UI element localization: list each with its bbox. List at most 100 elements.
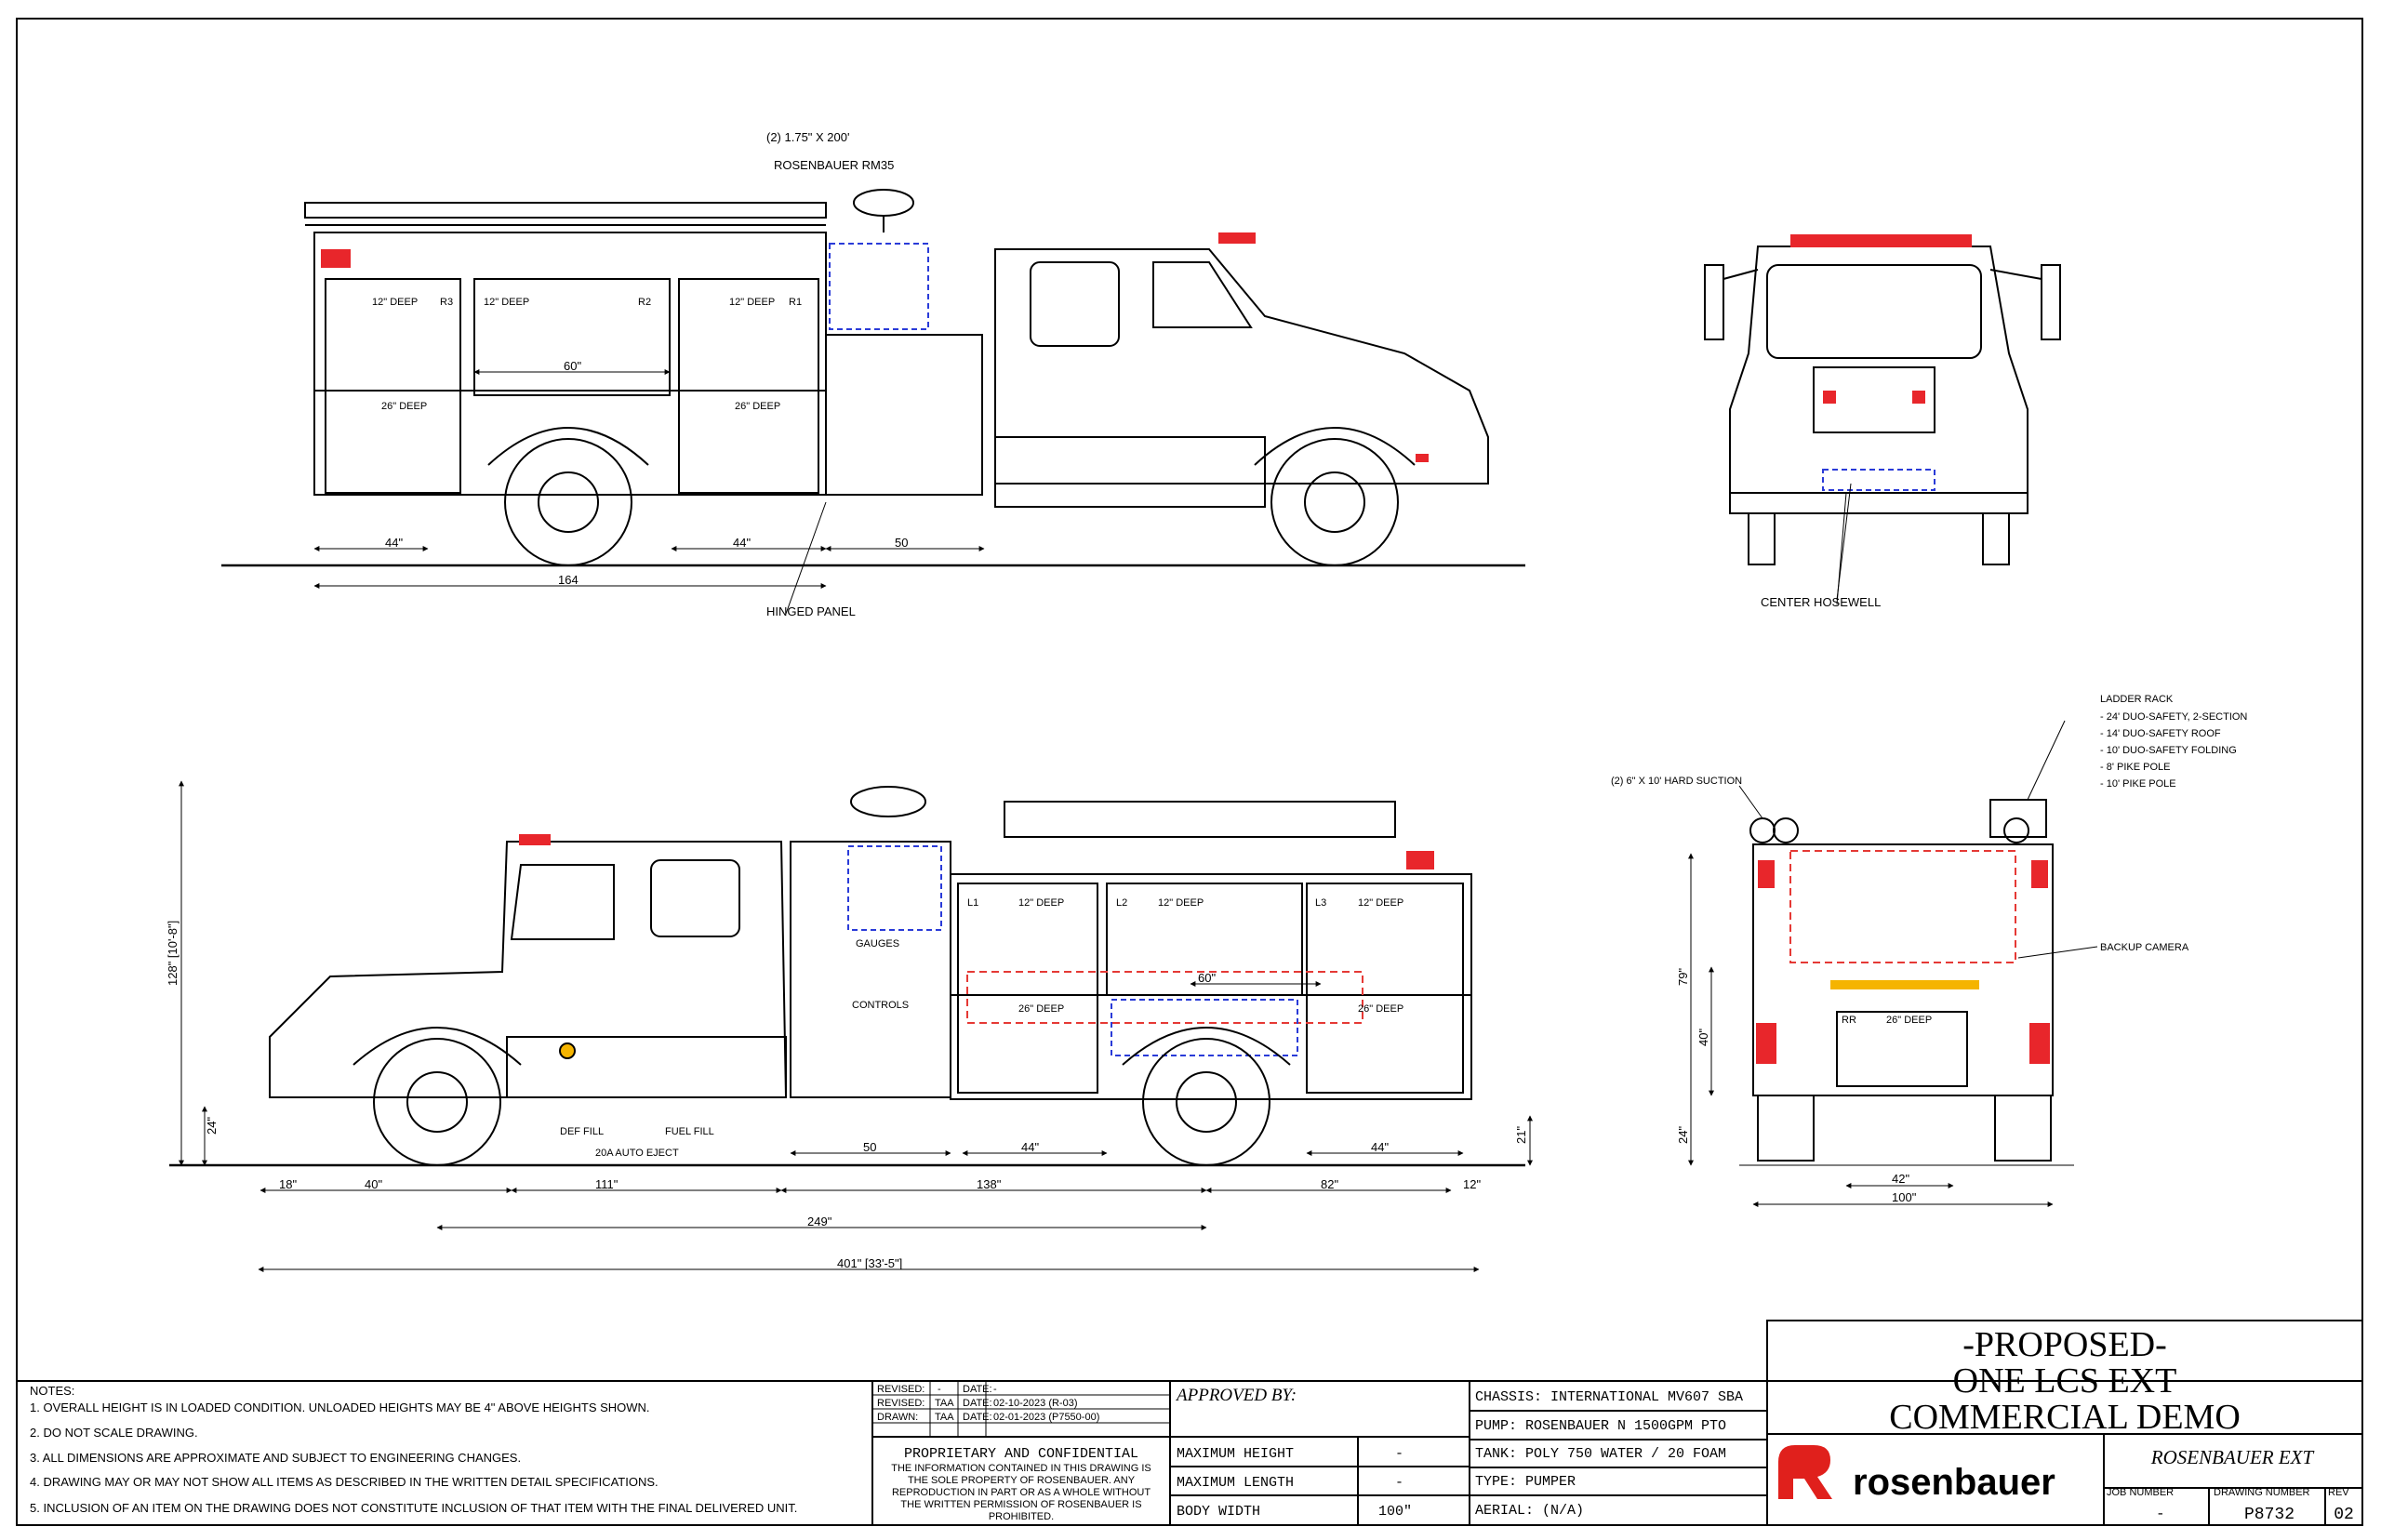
hard-suction-end [1773,817,1799,843]
title-line: -PROPOSED- [1962,1325,2167,1364]
dimension: 164 [558,573,579,587]
compartment-l1 [957,883,1098,1094]
title-block [17,1320,2363,1526]
revision-table: REVISED: - DATE: - REVISED: TAA DATE: 02… [877,1384,1099,1423]
rear-view [1688,720,2098,1207]
dimension: 60" [1198,971,1216,985]
notes-block: NOTES: 1. OVERALL HEIGHT IS IN LOADED CO… [30,1384,797,1515]
proprietary-line: THE SOLE PROPERTY OF ROSENBAUER. ANY [908,1475,1136,1486]
max-length-value: - [1395,1475,1403,1491]
dimension: 44" [1371,1140,1389,1154]
dimension: 24" [205,1117,219,1135]
hinged-panel-callout: HINGED PANEL [766,604,856,618]
warning-light [519,834,551,845]
spec-aerial: AERIAL: (N/A) [1475,1503,1584,1519]
dimension: 138" [977,1177,1002,1191]
dimension: 40" [1696,1029,1710,1046]
warning-light [1218,232,1256,244]
controls-label: CONTROLS [852,1000,909,1011]
dimension: 40" [365,1177,382,1191]
spec-pump: PUMP: ROSENBAUER N 1500GPM PTO [1475,1418,1726,1434]
pump-house [790,841,951,1098]
compartment-label: 26" DEEP [735,401,780,412]
def-fill-callout: DEF FILL [560,1126,604,1137]
revision-date-label: DATE: [963,1384,992,1395]
side-marker [1416,454,1429,462]
approved-by-label: APPROVED BY: [1175,1386,1297,1405]
rear-view-labels: LADDER RACK - 24' DUO-SAFETY, 2-SECTION … [1611,694,2247,1204]
spec-block: CHASSIS: INTERNATIONAL MV607 SBA PUMP: R… [1475,1389,1743,1519]
job-number-value: - [2156,1506,2165,1522]
center-hosewell-callout: CENTER HOSEWELL [1761,595,1881,609]
compartment-id: RR [1842,1015,1856,1026]
revision-by: - [938,1384,941,1395]
revision-label: REVISED: [877,1384,924,1395]
note-item: 2. DO NOT SCALE DRAWING. [30,1426,198,1440]
dimension: 24" [1676,1126,1690,1144]
note-item: 5. INCLUSION OF AN ITEM ON THE DRAWING D… [30,1501,797,1515]
wheelbase-dimension: 249" [807,1215,832,1228]
ladder-rack-item: - 8' PIKE POLE [2100,762,2170,773]
cab-outline [269,841,788,1098]
spec-chassis: CHASSIS: INTERNATIONAL MV607 SBA [1475,1389,1743,1405]
dimension: 21" [1514,1126,1528,1144]
ladder-rack-item: - 24' DUO-SAFETY, 2-SECTION [2100,711,2247,723]
dimension: 111" [595,1177,619,1191]
hose-callout: (2) 1.75" X 200' [766,130,849,144]
proprietary-line: REPRODUCTION IN PART OR AS A WHOLE WITHO… [892,1487,1151,1498]
cab-window [650,859,740,937]
lightbar [1790,234,1972,247]
dimension: 50 [863,1140,876,1154]
monitor-callout: ROSENBAUER RM35 [774,158,894,172]
warning-light [321,249,351,268]
max-length-label: MAXIMUM LENGTH [1177,1475,1294,1491]
revision-date-label: DATE: [963,1412,992,1423]
dimension: 60" [564,359,581,373]
proprietary-title: PROPRIETARY AND CONFIDENTIAL [904,1446,1138,1462]
rosenbauer-logo: rosenbauer [1778,1445,2055,1503]
compartment-id: R2 [638,297,651,308]
right-side-labels: (2) 1.75" X 200' ROSENBAUER RM35 12" DEE… [372,130,908,618]
tail-light [2029,1023,2050,1064]
compartment-r3 [325,278,461,494]
revision-label: REVISED: [877,1398,924,1409]
tail-light [2031,860,2048,888]
sheet-border [16,18,2363,1526]
hard-suction-end [1749,817,1776,843]
approval-block: APPROVED BY: MAXIMUM HEIGHT - MAXIMUM LE… [1175,1386,1412,1520]
body-width-value: 100" [1378,1504,1412,1520]
gauges-label: GAUGES [856,938,899,949]
revision-value: 02 [2334,1506,2354,1524]
revision-label: DRAWN: [877,1412,918,1423]
compartment-id: L2 [1116,897,1127,909]
compartment-id: R1 [789,297,802,308]
cab-rear-window [1030,261,1120,347]
dimension: 82" [1321,1177,1338,1191]
model-name: ROSENBAUER EXT [2150,1446,2315,1468]
compartment-label: 12" DEEP [1018,897,1064,909]
max-height-value: - [1395,1446,1403,1462]
drawing-number-label: DRAWING NUMBER [2214,1487,2310,1498]
front-view [1704,234,2061,601]
tail-light [1756,1023,1776,1064]
rear-wheel [1142,1038,1270,1166]
job-number-label: JOB NUMBER [2107,1487,2174,1498]
warning-light [1406,851,1434,870]
spec-tank: TANK: POLY 750 WATER / 20 FOAM [1475,1446,1726,1462]
overall-length-dimension: 401" [33'-5"] [837,1256,902,1270]
revision-date: 02-01-2023 (P7550-00) [993,1412,1099,1423]
compartment-label: 12" DEEP [729,297,775,308]
compartment-label: 26" DEEP [381,401,427,412]
project-title: -PROPOSED- ONE LCS EXT COMMERCIAL DEMO [1889,1325,2241,1437]
monitor-rm35 [850,786,926,817]
dimension: 50 [895,536,908,550]
compartment-id: L3 [1315,897,1326,909]
ladder-rack-title: LADDER RACK [2100,694,2174,705]
water-tank-outline [966,971,1363,1024]
cab-front-window [1152,261,1253,328]
revision-date-label: DATE: [963,1398,992,1409]
compartment-r1 [678,278,819,494]
dimension: 100" [1892,1190,1917,1204]
drawing-number-value: P8732 [2244,1506,2295,1524]
compartment-label: 12" DEEP [372,297,418,308]
